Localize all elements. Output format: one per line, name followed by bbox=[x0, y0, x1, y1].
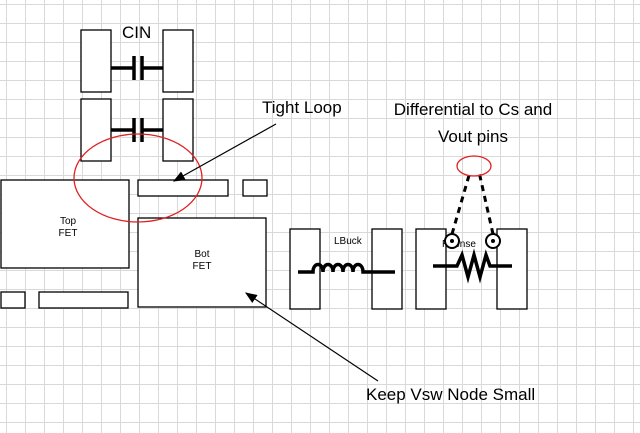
sense-pins-circle bbox=[456, 155, 492, 177]
rsense-resistor bbox=[415, 228, 528, 310]
small-pad-right bbox=[242, 179, 268, 197]
cin-pad-upper-left bbox=[80, 29, 112, 93]
cin-capacitor-lower bbox=[80, 98, 194, 162]
rsense-pad-left bbox=[415, 228, 447, 310]
lbuck-pad-right bbox=[371, 228, 403, 310]
rsense-pad-right bbox=[496, 228, 528, 310]
small-pad-bottom-mid bbox=[38, 291, 129, 309]
bot-fet bbox=[137, 217, 267, 308]
lbuck-label: LBuck bbox=[334, 236, 363, 247]
tight-loop-circle bbox=[73, 133, 203, 223]
tight-loop-arrow bbox=[172, 123, 277, 182]
keep-vsw-arrow bbox=[245, 292, 379, 382]
cin-pad-upper-right bbox=[162, 29, 194, 93]
lbuck-pad-left bbox=[289, 228, 321, 310]
cin-capacitor-upper bbox=[80, 29, 194, 93]
keep-vsw-label: Keep Vsw Node Small bbox=[366, 385, 535, 404]
small-pad-bottom-left bbox=[0, 291, 26, 309]
top-fet-label-2: FET bbox=[59, 228, 78, 239]
resistor-zigzag-icon bbox=[433, 248, 512, 284]
lbuck-inductor bbox=[289, 228, 403, 310]
cin-label: CIN bbox=[122, 23, 151, 42]
small-pad-mid bbox=[137, 179, 229, 197]
bot-fet-label-2: FET bbox=[193, 261, 212, 272]
tight-loop-label: Tight Loop bbox=[262, 98, 342, 117]
inductor-coil-icon bbox=[298, 262, 395, 274]
top-fet bbox=[0, 179, 130, 269]
bot-fet-label-1: Bot bbox=[194, 249, 209, 260]
top-fet-label-1: Top bbox=[60, 216, 77, 227]
differential-label-line1: Differential to Cs and bbox=[394, 100, 552, 119]
cin-pad-lower-left bbox=[80, 98, 112, 162]
differential-label-line2: Vout pins bbox=[438, 127, 508, 146]
differential-sense-traces bbox=[444, 155, 501, 249]
